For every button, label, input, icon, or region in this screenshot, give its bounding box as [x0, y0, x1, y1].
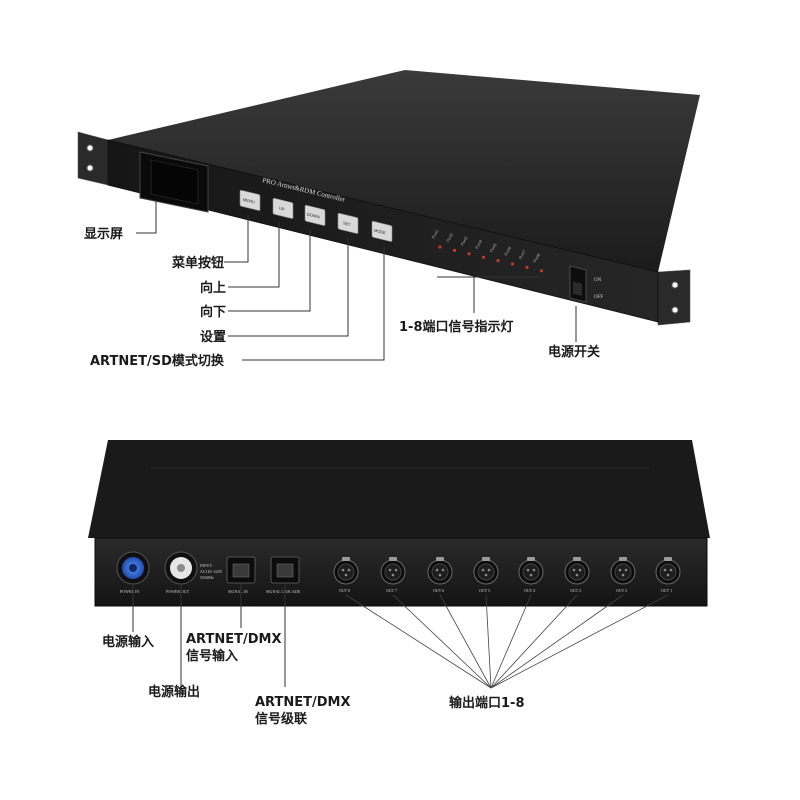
output-port-label: OUT 6: [433, 588, 444, 593]
output-port-label: OUT 5: [479, 588, 490, 593]
back-panel-device: POWER IN POWER OUT INPUT: AC110~220V 50/…: [88, 440, 710, 607]
set-button[interactable]: SET: [337, 213, 359, 234]
output-port-label: OUT 7: [386, 588, 397, 593]
label-power-output: 电源输出: [148, 684, 200, 700]
led-label: Port2: [445, 231, 454, 242]
output-port-label: OUT 1: [661, 588, 672, 593]
menu-button[interactable]: MENU: [239, 190, 261, 211]
power-out-connector[interactable]: [164, 551, 198, 585]
switch-off-label: OFF: [594, 295, 603, 300]
label-artnet-in-1: ARTNET/DMX: [186, 632, 281, 647]
input-spec-2: AC110~220V: [200, 569, 223, 574]
output-callout-line: [485, 594, 492, 689]
output-port-label: OUT 8: [339, 588, 350, 593]
power-in-connector[interactable]: [116, 551, 150, 585]
front-top-surface: [108, 70, 700, 272]
output-port-label: OUT 3: [570, 588, 581, 593]
back-callouts: 电源输入 电源输出 ARTNET/DMX 信号输入 ARTNET/DMX 信号级…: [102, 584, 669, 727]
lcd-display: [139, 151, 209, 213]
svg-text:MENU: MENU: [243, 197, 255, 205]
power-in-text: POWER IN: [120, 589, 139, 594]
svg-text:SET: SET: [343, 220, 351, 227]
down-button[interactable]: DOWN: [304, 205, 326, 226]
label-power-input: 电源输入: [102, 634, 154, 650]
mode-button[interactable]: MODE: [371, 221, 393, 242]
xlr-output-port[interactable]: [610, 557, 636, 585]
output-callout-line: [490, 594, 669, 689]
port-led: [525, 265, 529, 269]
led-label: Port5: [489, 242, 498, 253]
output-callout-line: [439, 594, 492, 689]
port-led: [539, 269, 544, 273]
front-panel-device: PRO Artnet&RDM Controller MENU UP DOWN S…: [77, 70, 700, 326]
xlr-output-port[interactable]: [655, 557, 681, 585]
port-led: [467, 252, 471, 256]
input-spec-1: INPUT:: [200, 563, 213, 568]
signal-cascade-port[interactable]: [270, 556, 300, 584]
label-down: 向下: [200, 304, 226, 320]
output-callout-line: [490, 594, 578, 689]
back-top-surface: [88, 440, 710, 538]
power-out-text: POWER OUT: [166, 589, 190, 594]
output-callout-line: [490, 594, 624, 689]
led-label: Port7: [518, 248, 527, 259]
left-rack-ear: [77, 131, 109, 186]
label-display: 显示屏: [84, 227, 123, 242]
port-indicator-leds: Port1 Port2 Port3 Port4 Port5 Port6 Port7 Port8: [431, 228, 544, 273]
signal-cascade-text: SIGNAL CASCADE: [266, 589, 301, 594]
xlr-output-port[interactable]: [518, 557, 544, 585]
front-callouts: 显示屏 菜单按钮 向上 向下 设置 ARTNET/SD模式切换 1-8端口信号指…: [84, 200, 600, 369]
port-led: [510, 262, 515, 266]
port-led: [496, 259, 500, 263]
svg-text:DOWN: DOWN: [307, 212, 320, 220]
xlr-output-port[interactable]: [333, 557, 359, 585]
output-callout-lines: [345, 594, 669, 689]
xlr-output-port[interactable]: [427, 557, 453, 585]
output-port-label: OUT 2: [616, 588, 627, 593]
xlr-output-port[interactable]: [564, 557, 590, 585]
label-up: 向上: [200, 280, 226, 296]
led-label: Port8: [532, 252, 541, 263]
output-callout-line: [490, 594, 532, 689]
label-artnet-cascade-1: ARTNET/DMX: [255, 695, 350, 710]
port-led: [438, 245, 442, 249]
label-indicators: 1-8端口信号指示灯: [399, 319, 514, 335]
port-led: [452, 248, 457, 252]
dmx-output-ports: OUT 8 OUT 7 OUT 6 OUT 5 OUT 4 OUT 3 OUT 2 OUT 1: [333, 557, 681, 593]
label-power-switch: 电源开关: [548, 344, 600, 360]
power-switch[interactable]: ON OFF: [569, 265, 603, 303]
front-buttons: MENU UP DOWN SET MODE: [239, 190, 393, 242]
led-label: Port6: [503, 245, 512, 256]
output-callout-line: [345, 594, 492, 689]
right-rack-ear: [657, 269, 691, 326]
input-spec-3: 50/60Hz: [200, 575, 214, 580]
label-mode-switch: ARTNET/SD模式切换: [90, 353, 225, 369]
label-menu-button: 菜单按钮: [171, 255, 224, 271]
signal-in-text: SIGNAL IN: [228, 589, 248, 594]
label-set: 设置: [200, 330, 226, 345]
led-label: Port4: [474, 238, 483, 249]
output-port-label: OUT 4: [524, 588, 535, 593]
label-outputs-1-8: 输出端口1-8: [449, 695, 525, 711]
svg-text:UP: UP: [279, 205, 285, 211]
label-artnet-cascade-2: 信号级联: [255, 711, 307, 727]
led-label: Port1: [431, 228, 440, 239]
svg-text:MODE: MODE: [374, 228, 386, 236]
xlr-output-port[interactable]: [473, 557, 499, 585]
up-button[interactable]: UP: [272, 198, 294, 219]
led-label: Port3: [460, 235, 469, 246]
switch-on-label: ON: [594, 278, 602, 283]
signal-in-port[interactable]: [226, 556, 256, 584]
port-led: [481, 255, 486, 259]
xlr-output-port[interactable]: [380, 557, 406, 585]
output-callout-line: [392, 594, 492, 689]
label-artnet-in-2: 信号输入: [186, 648, 238, 664]
